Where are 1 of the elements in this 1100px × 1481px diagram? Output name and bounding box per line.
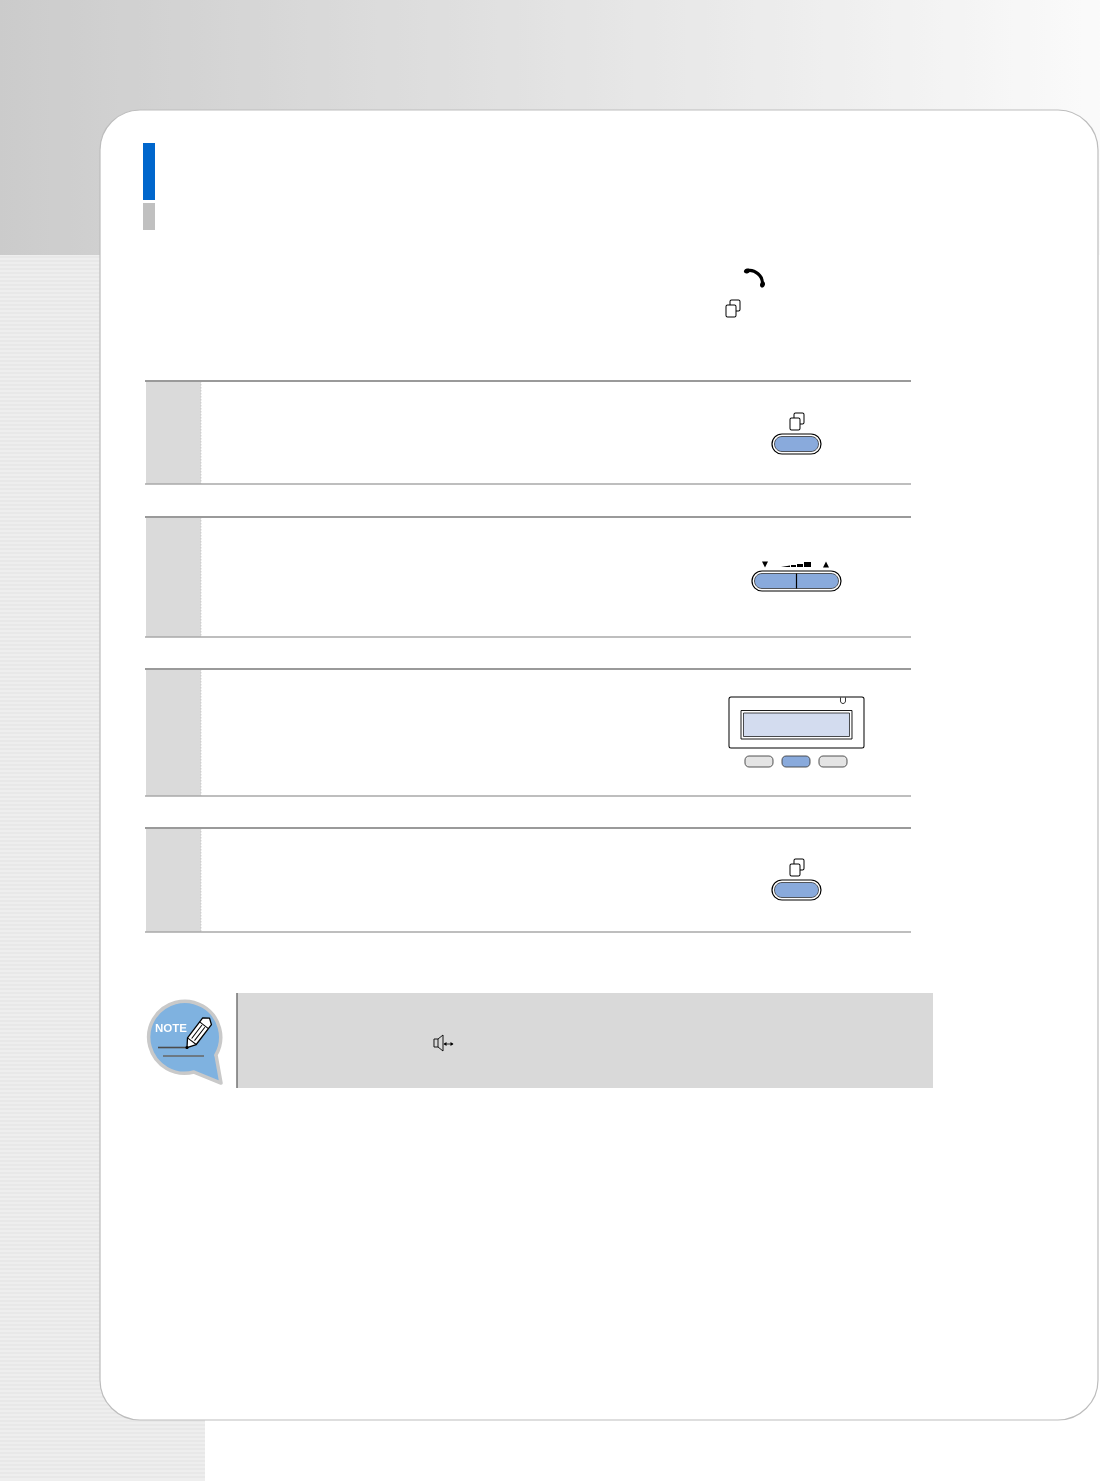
note-bubble: NOTE: [146, 999, 223, 1085]
